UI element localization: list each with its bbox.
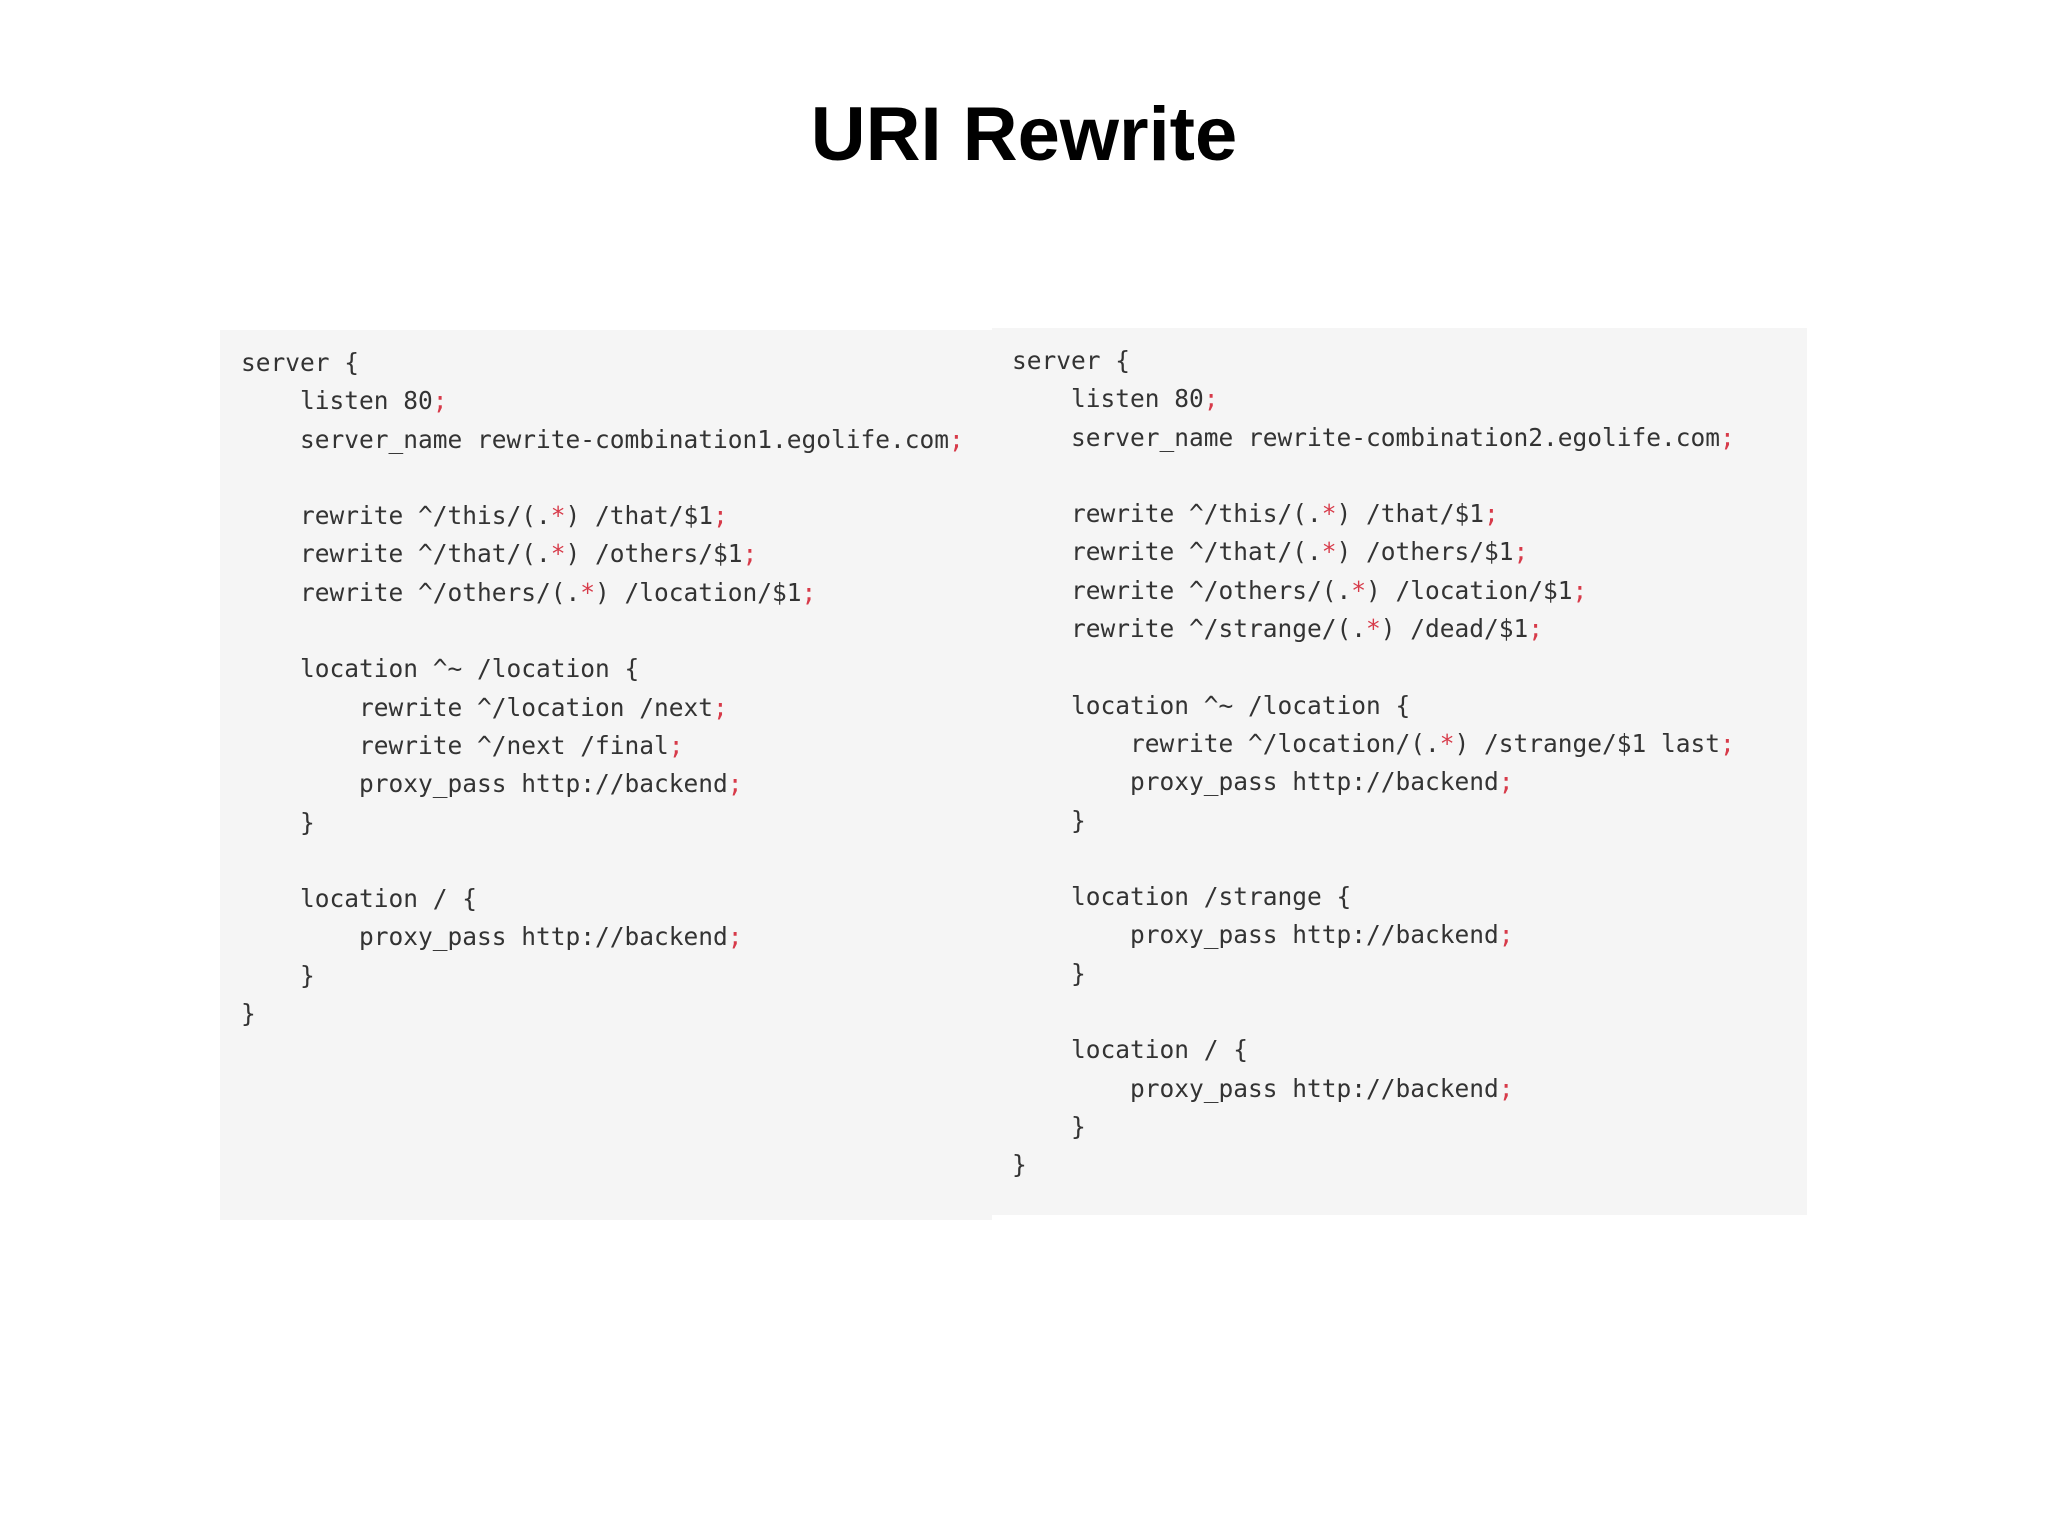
code-line: location /strange { <box>1012 882 1352 912</box>
code-line: proxy_pass http://backend; <box>241 922 743 952</box>
code-line: server_name rewrite-combination2.egolife… <box>1012 422 1735 452</box>
code-line: } <box>241 807 315 837</box>
code-line: } <box>1012 958 1086 988</box>
code-line <box>1012 457 1735 495</box>
code-line <box>241 842 964 880</box>
code-line: location ^~ /location { <box>241 654 640 684</box>
code-line <box>1012 840 1735 878</box>
code-line: } <box>1012 1150 1027 1180</box>
code-line: server { <box>241 348 360 377</box>
code-line: rewrite ^/this/(.*) /that/$1; <box>1012 499 1499 529</box>
code-line: } <box>241 999 256 1029</box>
code-line: proxy_pass http://backend; <box>241 769 743 799</box>
code-line: rewrite ^/next /final; <box>241 730 684 760</box>
code-listing: server { listen 80; server_name rewrite-… <box>241 344 964 1033</box>
code-line <box>241 459 964 497</box>
code-line: } <box>1012 1111 1086 1141</box>
code-listing: server { listen 80; server_name rewrite-… <box>1012 342 1735 1185</box>
code-line: rewrite ^/strange/(.*) /dead/$1; <box>1012 614 1544 644</box>
code-line: rewrite ^/location /next; <box>241 692 728 722</box>
code-line <box>1012 993 1735 1031</box>
code-line: rewrite ^/others/(.*) /location/$1; <box>241 577 817 607</box>
code-line <box>241 612 964 650</box>
code-line: rewrite ^/that/(.*) /others/$1; <box>241 539 758 569</box>
code-line: proxy_pass http://backend; <box>1012 920 1514 950</box>
code-line: server_name rewrite-combination1.egolife… <box>241 424 964 454</box>
code-line: location ^~ /location { <box>1012 690 1411 720</box>
code-line: proxy_pass http://backend; <box>1012 767 1514 797</box>
code-line: server { <box>1012 346 1131 375</box>
code-line: listen 80; <box>241 386 448 416</box>
code-block-combination2: server { listen 80; server_name rewrite-… <box>992 328 1807 1215</box>
code-block-combination1: server { listen 80; server_name rewrite-… <box>220 330 992 1220</box>
code-line: rewrite ^/that/(.*) /others/$1; <box>1012 537 1529 567</box>
code-line: listen 80; <box>1012 384 1219 414</box>
code-line: rewrite ^/location/(.*) /strange/$1 last… <box>1012 728 1735 758</box>
code-line: location / { <box>241 884 478 914</box>
code-line: location / { <box>1012 1035 1249 1065</box>
code-line: rewrite ^/this/(.*) /that/$1; <box>241 501 728 531</box>
code-line <box>1012 648 1735 686</box>
code-line: rewrite ^/others/(.*) /location/$1; <box>1012 575 1588 605</box>
code-line: } <box>241 960 315 990</box>
code-line: } <box>1012 805 1086 835</box>
slide-title: URI Rewrite <box>810 92 1238 177</box>
code-line: proxy_pass http://backend; <box>1012 1073 1514 1103</box>
